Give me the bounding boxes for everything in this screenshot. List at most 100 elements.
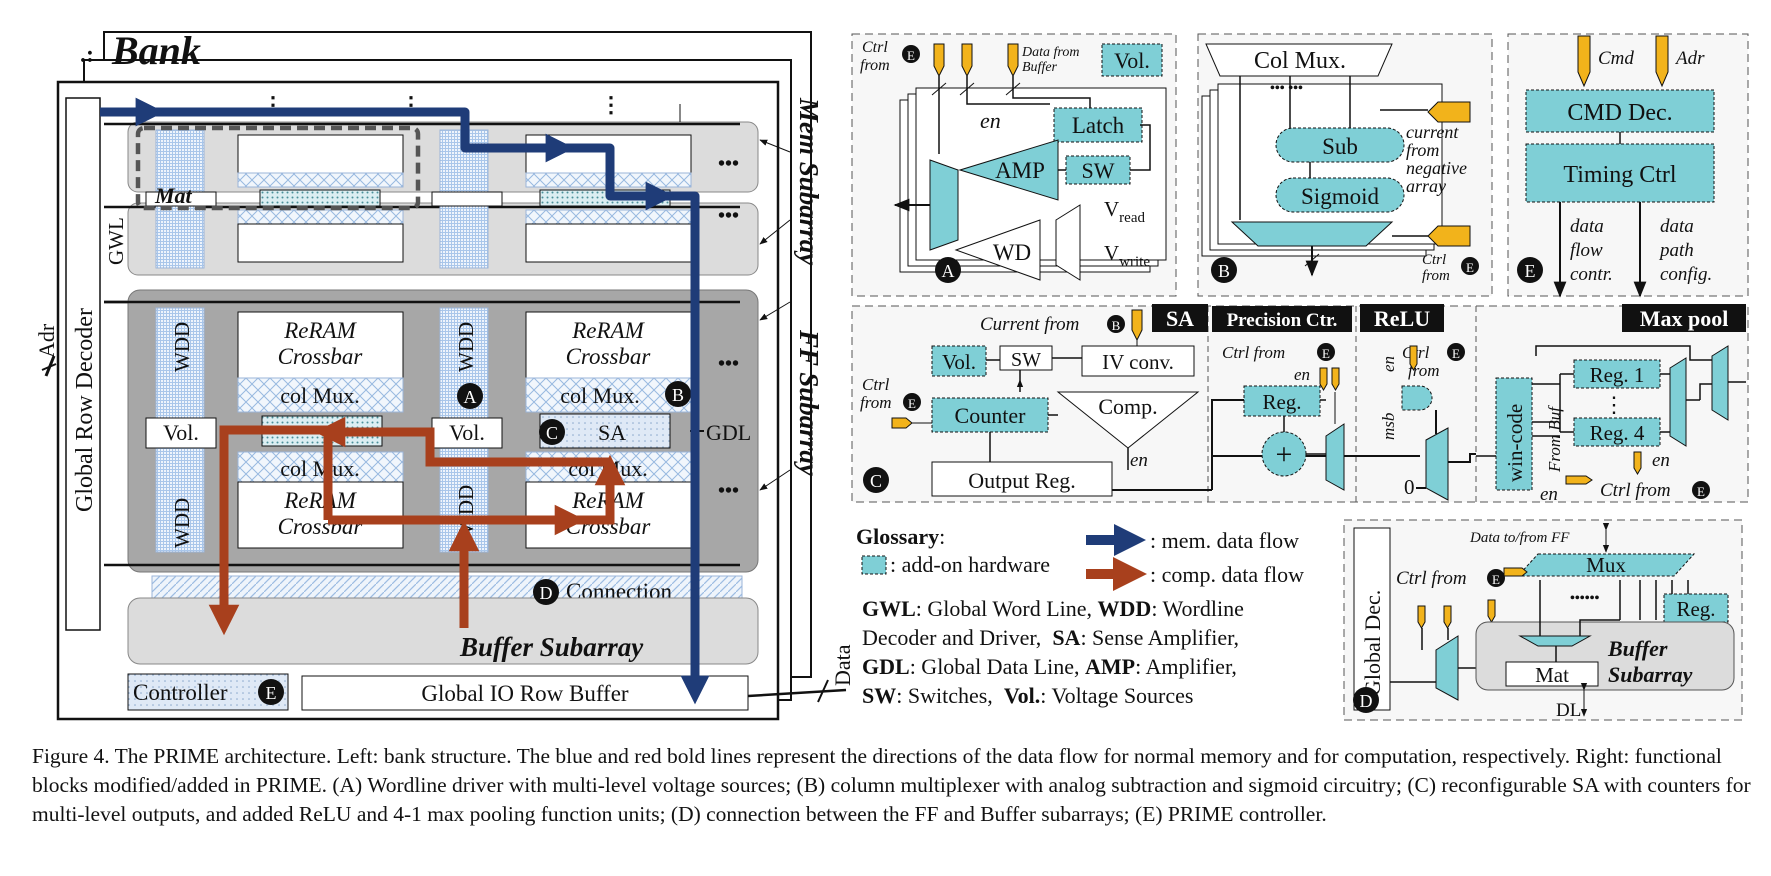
b-from: from — [1422, 268, 1450, 284]
c-e-marker-3: E — [1452, 346, 1460, 361]
marker-d: D — [540, 583, 553, 603]
panel-b-column-mux: Col Mux. ••• ••• Sub Sigmoid current fro… — [1197, 33, 1493, 297]
a-vwrite: Vwrite — [1104, 241, 1150, 270]
glossary-segment: AMP — [1085, 654, 1135, 679]
marker-e: E — [266, 683, 277, 703]
glossary-title: Glossary: — [856, 524, 945, 549]
col-mux-label-1: col Mux. — [280, 383, 359, 408]
a-sw: SW — [1082, 158, 1115, 183]
d-ctrl-from: Ctrl from — [1396, 568, 1467, 589]
b-dots: ••• ••• — [1270, 81, 1303, 96]
glossary-segment: : Global Word Line, — [916, 596, 1098, 621]
c-wincode: win-code — [1503, 404, 1527, 482]
a-en: en — [980, 108, 1001, 133]
panel-d-connection: Global Dec. Data to/from FF Mux Ctrl fro… — [1343, 519, 1743, 721]
glossary-colon: : — [939, 524, 945, 549]
c-vol: Vol. — [942, 350, 976, 374]
a-ctrl-pins — [933, 43, 1019, 78]
ff-dots-1: ••• — [718, 353, 739, 375]
b-col-mux: Col Mux. — [1254, 48, 1346, 74]
c-en-5: en — [1540, 484, 1558, 505]
b-sub: Sub — [1322, 134, 1358, 159]
c-reg1: Reg. 1 — [1590, 363, 1645, 387]
glossary-line: GWL: Global Word Line, WDD: Wordline — [862, 596, 1244, 621]
d-e-marker: E — [1492, 572, 1500, 587]
a-e-marker: E — [907, 48, 915, 63]
e-timing: Timing Ctrl — [1563, 162, 1676, 188]
reram-label-1a: ReRAM — [283, 318, 357, 343]
c-ctrl-from-1: Ctrl from — [1222, 343, 1285, 362]
b-e-marker: E — [1466, 260, 1474, 275]
ff-subarray-label: FF Subarray — [794, 329, 824, 477]
glossary-segment: : Switches, — [896, 683, 1004, 708]
buffer-subarray — [127, 597, 759, 665]
figure-caption: Figure 4. The PRIME architecture. Left: … — [32, 744, 1751, 826]
c-en-2: en — [1294, 365, 1310, 384]
c-en-3: en — [1379, 356, 1398, 372]
b-current4: array — [1406, 176, 1446, 196]
reram-label-3a: ReRAM — [283, 488, 357, 513]
global-io-row-buffer — [301, 675, 749, 711]
glossary-title-text: Glossary — [856, 524, 939, 549]
mem-dots-1: ••• — [718, 153, 739, 175]
e-cmd: Cmd — [1598, 48, 1634, 69]
glossary-addon: : add-on hardware — [890, 552, 1050, 577]
glossary-segment: : Global Data Line, — [910, 654, 1085, 679]
panel-a-wordline-driver: Ctrl from E Data from Buffer Vol. en Lat… — [851, 33, 1177, 297]
glossary-segment: : Amplifier, — [1135, 654, 1237, 679]
reram-label-2b: Crossbar — [566, 344, 652, 369]
e-dp3: config. — [1660, 264, 1712, 285]
d-reg: Reg. — [1676, 597, 1715, 621]
c-en-1: en — [1130, 450, 1148, 471]
a-wd: WD — [993, 240, 1031, 265]
c-precision-title: Precision Ctr. — [1227, 310, 1338, 331]
a-latch: Latch — [1072, 113, 1125, 138]
glossary-segment: GDL — [862, 654, 910, 679]
reram-label-2a: ReRAM — [571, 318, 645, 343]
glossary-line: GDL: Global Data Line, AMP: Amplifier, — [862, 654, 1237, 679]
c-iv: IV conv. — [1102, 350, 1174, 374]
c-zero: 0 — [1404, 475, 1415, 499]
marker-b: B — [672, 385, 684, 405]
d-mux: Mux — [1586, 553, 1626, 577]
e-letter: E — [1525, 261, 1536, 281]
vol-label-1: Vol. — [163, 420, 199, 445]
glossary-comp: : comp. data flow — [1150, 562, 1304, 587]
glossary-segment: : Wordline — [1151, 596, 1244, 621]
b-current1: current — [1406, 122, 1459, 142]
buffer-subarray-label: Buffer Subarray — [459, 632, 644, 662]
global-row-decoder-label: Global Row Decoder — [72, 308, 98, 512]
b-current3: negative — [1406, 158, 1467, 178]
glossary-segment: Decoder and Driver, — [862, 625, 1052, 650]
d-mat: Mat — [1535, 663, 1569, 687]
comp-data-flow — [208, 425, 328, 636]
addon-swatch — [861, 555, 887, 575]
c-counter: Counter — [955, 403, 1027, 428]
d-dots: •••••• — [1570, 591, 1600, 606]
c-reg: Reg. — [1262, 390, 1301, 414]
bank-title: Bank — [111, 28, 201, 73]
d-data-ff: Data to/from FF — [1469, 530, 1570, 546]
d-buffer2: Subarray — [1608, 662, 1693, 687]
b-current2: from — [1406, 140, 1439, 160]
glossary-lines: GWL: Global Word Line, WDD: WordlineDeco… — [862, 596, 1244, 708]
e-dp2: path — [1658, 240, 1694, 261]
c-e-marker-2: E — [1322, 346, 1330, 361]
glossary-segment: Vol. — [1004, 683, 1040, 708]
c-en-4: en — [1652, 450, 1670, 471]
comp-data-flow — [328, 454, 626, 525]
c-from-buf: From Buf — [1545, 405, 1564, 473]
c-ctrl: Ctrl — [862, 375, 890, 394]
panel-e-controller: Cmd Adr CMD Dec. Timing Ctrl data flow c… — [1507, 33, 1749, 298]
d-letter: D — [1360, 691, 1373, 711]
d-buffer1: Buffer — [1607, 636, 1668, 661]
c-comp: Comp. — [1098, 394, 1157, 419]
gdl-label: GDL — [706, 420, 751, 445]
e-df2: flow — [1570, 240, 1603, 261]
mem-subarray-label: Mem Subarray — [794, 97, 824, 266]
c-letter: C — [870, 471, 882, 491]
bank-stack-dots: .: — [80, 42, 94, 68]
e-adr: Adr — [1674, 48, 1705, 69]
mat-highlight — [135, 125, 421, 211]
c-sw: SW — [1011, 349, 1041, 371]
